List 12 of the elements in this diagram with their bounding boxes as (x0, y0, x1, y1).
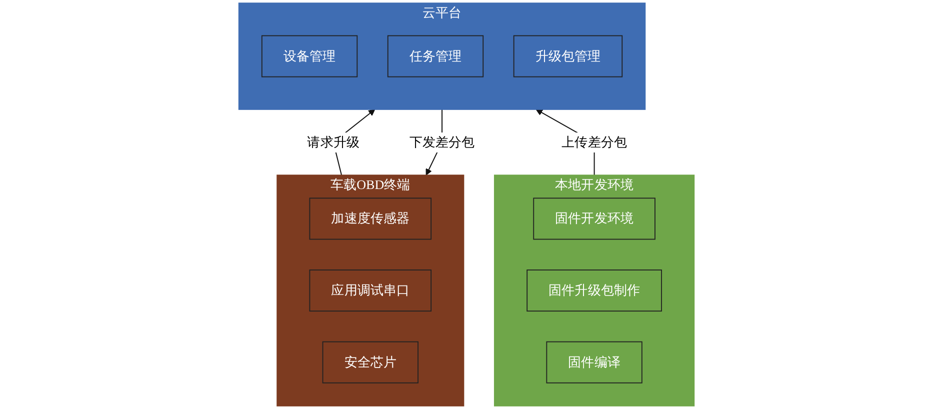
node-box: 安全芯片 (322, 341, 418, 384)
node-box: 设备管理 (261, 35, 358, 78)
edge-label: 请求升级 (307, 134, 360, 150)
edge-label: 上传差分包 (562, 134, 627, 150)
node-box: 任务管理 (387, 35, 484, 78)
node-box: 升级包管理 (513, 35, 623, 78)
node-box: 应用调试串口 (309, 270, 432, 312)
node-box: 固件升级包制作 (526, 270, 662, 312)
edge-label: 下发差分包 (409, 134, 475, 150)
node-box: 固件编译 (546, 341, 642, 384)
node-box: 加速度传感器 (309, 198, 432, 240)
node-box: 固件开发环境 (533, 198, 656, 240)
